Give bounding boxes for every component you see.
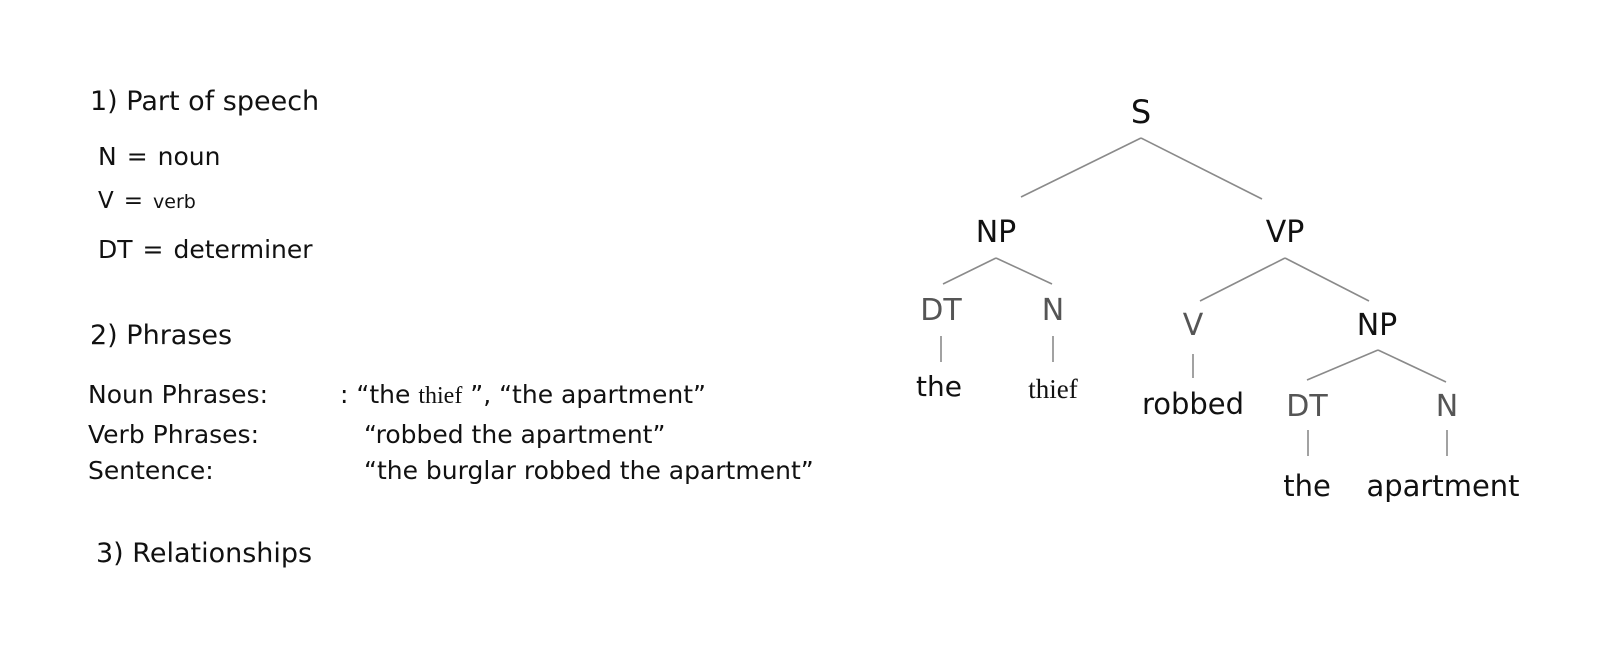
phrases-heading: 2) Phrases (90, 320, 233, 351)
phrase-label-colon: : (259, 380, 269, 409)
phrase-label-text: Noun Phrases (88, 380, 260, 409)
pos-heading: 1) Part of speech (90, 86, 320, 117)
node-s: S (1131, 93, 1151, 131)
edge-vp-np (1284, 257, 1370, 302)
phrase-label-noun: Noun Phrases: (88, 380, 268, 409)
edge-s-vp (1140, 137, 1263, 200)
node-v: V (1183, 308, 1204, 343)
pos-equals: = (126, 142, 148, 171)
phrase-quote-apartment: “the apartment” (499, 380, 706, 409)
phrase-label-verb: Verb Phrases: (88, 420, 260, 449)
phrase-value-sentence: “the burglar robbed the apartment” (364, 456, 814, 485)
leaf-the-object: the (1283, 469, 1331, 503)
edge-s-np (1020, 137, 1142, 198)
phrase-word-thief: thief (418, 383, 463, 409)
pos-tag: DT (98, 235, 133, 264)
node-dt: DT (920, 293, 962, 328)
leaf-the: the (916, 370, 962, 403)
pos-meaning: verb (153, 191, 196, 213)
node-np-object: NP (1357, 308, 1398, 343)
pos-meaning: noun (157, 142, 221, 171)
edge-vp-v (1199, 257, 1286, 302)
pos-tag: N (98, 142, 117, 171)
pos-equals: = (142, 235, 164, 264)
leaf-robbed: robbed (1142, 387, 1244, 421)
phrase-label-sentence: Sentence: (88, 456, 214, 485)
edge-np2-dt (1306, 349, 1379, 381)
node-n: N (1042, 293, 1064, 328)
leaf-thief: thief (1028, 374, 1077, 404)
pos-item-noun: N = noun (98, 142, 221, 171)
pos-item-verb: V = verb (98, 188, 196, 214)
pos-tag: V (98, 188, 114, 214)
edge-np-n (995, 257, 1053, 285)
pos-item-determiner: DT = determiner (98, 235, 313, 264)
phrase-quote-close: ”, (462, 380, 500, 409)
phrase-value-noun: : “the thief ”, “the apartment” (340, 380, 706, 410)
edge-np-dt (942, 257, 997, 285)
pos-equals: = (123, 188, 144, 214)
node-dt-object: DT (1286, 389, 1328, 424)
node-vp: VP (1266, 215, 1305, 250)
edge-np2-n (1377, 349, 1447, 383)
phrase-value-verb: “robbed the apartment” (364, 420, 666, 449)
leaf-apartment: apartment (1366, 469, 1519, 503)
phrase-separator: : (340, 380, 349, 409)
node-np: NP (976, 215, 1017, 250)
pos-meaning: determiner (173, 235, 313, 264)
relationships-heading: 3) Relationships (96, 538, 313, 569)
node-n-object: N (1436, 389, 1458, 424)
phrase-quote-open: “the (356, 380, 419, 409)
